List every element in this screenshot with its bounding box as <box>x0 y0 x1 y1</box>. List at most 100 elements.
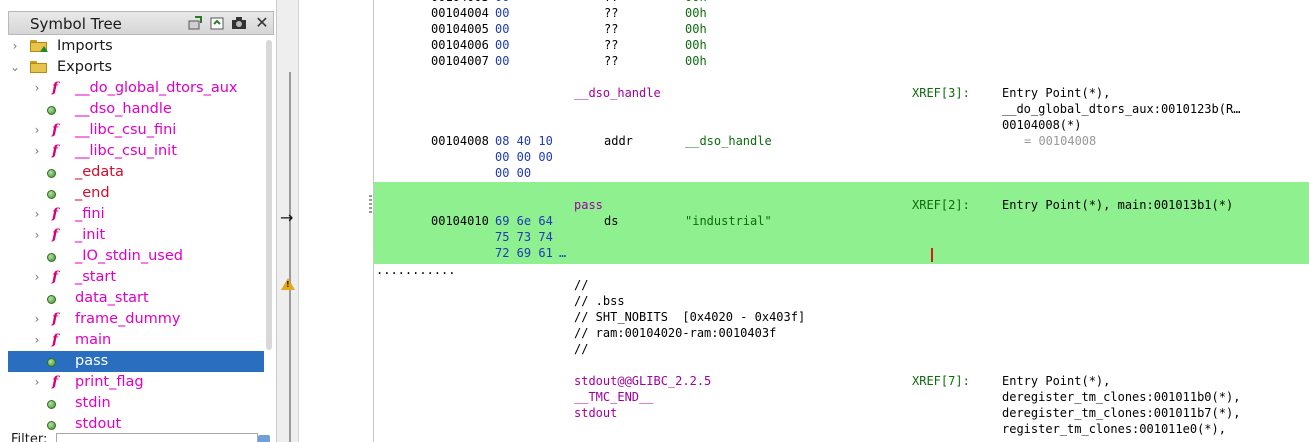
chevron-right-icon[interactable]: › <box>34 228 40 242</box>
symbol-tree-panel: Symbol Tree ✕ › Imports ⌄ Exports › f __… <box>0 0 277 442</box>
snapshot-icon[interactable] <box>231 15 247 31</box>
address[interactable]: 00104008 <box>431 134 489 148</box>
tree-node-exports[interactable]: ⌄ Exports <box>8 57 264 78</box>
chevron-right-icon[interactable]: › <box>34 312 40 326</box>
byte: 00 <box>495 54 510 68</box>
tree-node-function[interactable]: › f print_flag <box>8 372 264 393</box>
chevron-right-icon[interactable]: › <box>34 123 40 137</box>
symbol-label[interactable]: stdout <box>574 406 618 420</box>
symbol-label[interactable]: stdout@@GLIBC_2.2.5 <box>574 374 712 388</box>
tree-node-label-symbol[interactable]: _edata <box>8 162 264 183</box>
function-icon: f <box>51 206 59 222</box>
xref-entry[interactable]: 00104008(*) <box>1002 118 1082 132</box>
chevron-down-icon[interactable]: ⌄ <box>10 60 21 74</box>
tree-node-label: frame_dummy <box>75 311 181 327</box>
tree-node-function[interactable]: › f __do_global_dtors_aux <box>8 78 264 99</box>
tree-node-function[interactable]: › f _fini <box>8 204 264 225</box>
export-icon[interactable] <box>209 15 225 31</box>
xref-entry[interactable]: Entry Point(*), <box>1002 374 1111 388</box>
address[interactable]: 00104005 <box>431 22 489 36</box>
chevron-right-icon[interactable]: › <box>34 333 40 347</box>
symbol-label[interactable]: __TMC_END__ <box>574 390 654 404</box>
tree-node-imports[interactable]: › Imports <box>8 36 264 57</box>
tree-node-function[interactable]: › f main <box>8 330 264 351</box>
text-cursor <box>931 248 933 262</box>
tree-node-selected[interactable]: pass <box>8 351 264 372</box>
tree-node-function[interactable]: › f _init <box>8 225 264 246</box>
chevron-right-icon[interactable]: › <box>34 270 40 284</box>
chevron-right-icon[interactable]: › <box>34 144 40 158</box>
symbol-label[interactable]: pass <box>574 198 603 212</box>
xref-header[interactable]: XREF[2]: <box>912 198 970 212</box>
warning-icon[interactable]: ! <box>281 278 295 290</box>
byte: 00 <box>495 22 510 36</box>
plate-comment: // <box>574 342 589 356</box>
address[interactable]: 00104007 <box>431 54 489 68</box>
function-icon: f <box>51 269 59 285</box>
tree-node-function[interactable]: › f __libc_csu_fini <box>8 120 264 141</box>
chevron-right-icon[interactable]: › <box>34 81 40 95</box>
xref-entry[interactable]: deregister_tm_clones:001011b7(*), <box>1002 406 1241 420</box>
tree-node-label-symbol[interactable]: __dso_handle <box>8 99 264 120</box>
operand[interactable]: __dso_handle <box>685 134 772 148</box>
symbol-label[interactable]: __dso_handle <box>574 86 661 100</box>
tree-node-label: Exports <box>57 59 113 75</box>
tree-node-label: data_start <box>75 290 149 306</box>
new-namespace-icon[interactable] <box>187 15 203 31</box>
operand: 00h <box>685 22 707 36</box>
filter-options-icon[interactable] <box>258 435 270 442</box>
filter-bar: Filter: <box>8 432 274 442</box>
tree-node-function[interactable]: › f frame_dummy <box>8 309 264 330</box>
function-icon: f <box>51 143 59 159</box>
more-bytes[interactable]: … <box>559 246 567 260</box>
tree-scrollbar[interactable] <box>266 40 272 350</box>
mnemonic: ?? <box>604 22 619 36</box>
tree-node-label: stdin <box>75 395 111 411</box>
label-dot-icon <box>47 169 56 178</box>
xref-header[interactable]: XREF[7]: <box>912 374 970 388</box>
symbol-tree-header: Symbol Tree ✕ <box>8 11 274 35</box>
address[interactable]: 00104004 <box>431 6 489 20</box>
close-icon[interactable]: ✕ <box>255 13 269 32</box>
listing-margin: → ! <box>277 0 299 442</box>
label-dot-icon <box>47 190 56 199</box>
chevron-right-icon[interactable]: › <box>12 39 18 53</box>
tree-node-label-symbol[interactable]: _end <box>8 183 264 204</box>
xref-entry[interactable]: deregister_tm_clones:001011b0(*), <box>1002 390 1241 404</box>
function-icon: f <box>51 80 59 96</box>
function-icon: f <box>51 122 59 138</box>
splitter-handle[interactable] <box>369 195 372 213</box>
tree-node-function[interactable]: › f _start <box>8 267 264 288</box>
panel-title: Symbol Tree <box>30 15 122 33</box>
tree-node-label-symbol[interactable]: stdin <box>8 393 264 414</box>
tree-node-label-symbol[interactable]: _IO_stdin_used <box>8 246 264 267</box>
plate-comment: // ram:00104020-ram:0010403f <box>574 326 777 340</box>
separator: ........... <box>376 263 456 277</box>
xref-entry[interactable]: register_tm_clones:001011e0(*), <box>1002 422 1226 436</box>
tree-node-label: _IO_stdin_used <box>75 248 183 264</box>
label-dot-icon <box>47 358 56 367</box>
address[interactable]: 00104003 <box>431 0 489 5</box>
xref-entry[interactable]: __do_global_dtors_aux:0010123b(R… <box>1002 102 1241 116</box>
code-listing[interactable]: 00104003 00 ?? 00h 00104004 00 ?? 00h 00… <box>374 0 1309 442</box>
xref-header[interactable]: XREF[3]: <box>912 86 970 100</box>
folder-icon <box>30 40 48 52</box>
tree-node-function[interactable]: › f __libc_csu_init <box>8 141 264 162</box>
address[interactable]: 00104010 <box>431 214 489 228</box>
operand[interactable]: "industrial" <box>685 214 772 228</box>
symbol-tree: › Imports ⌄ Exports › f __do_global_dtor… <box>8 35 266 432</box>
address[interactable]: 00104006 <box>431 38 489 52</box>
tree-node-label: __libc_csu_fini <box>75 122 177 138</box>
xref-entry[interactable]: Entry Point(*), <box>1002 86 1111 100</box>
filter-label: Filter: <box>11 432 48 442</box>
xref-entry[interactable]: Entry Point(*), main:001013b1(*) <box>1002 198 1234 212</box>
label-dot-icon <box>47 400 56 409</box>
filter-input[interactable] <box>56 433 258 442</box>
tree-node-label-symbol[interactable]: data_start <box>8 288 264 309</box>
chevron-right-icon[interactable]: › <box>34 375 40 389</box>
chevron-right-icon[interactable]: › <box>34 207 40 221</box>
tree-node-label: _end <box>75 185 110 201</box>
tree-node-label: __dso_handle <box>75 101 172 117</box>
tree-node-label-symbol[interactable]: stdout <box>8 414 264 435</box>
tree-node-label: pass <box>75 353 109 369</box>
